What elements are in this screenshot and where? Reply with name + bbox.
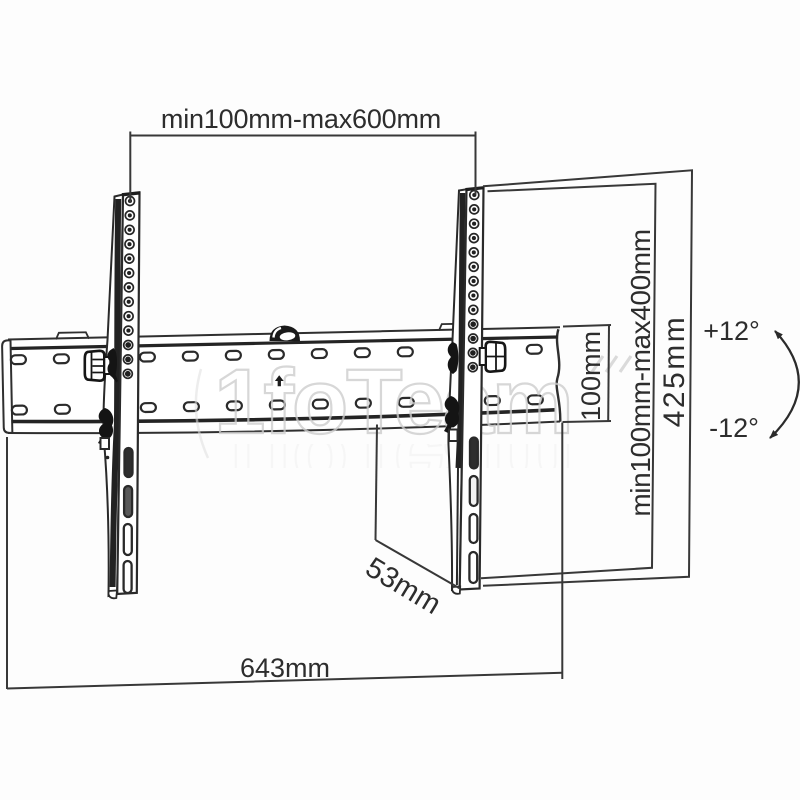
svg-text:1foTeam: 1foTeam: [214, 413, 572, 515]
svg-text:643mm: 643mm: [240, 653, 330, 683]
svg-text:-12°: -12°: [709, 413, 759, 443]
svg-text:1foTeam: 1foTeam: [214, 351, 572, 453]
svg-text:+12°: +12°: [703, 316, 760, 346]
svg-text:425mm: 425mm: [658, 315, 691, 428]
svg-text:100mm: 100mm: [576, 331, 606, 421]
svg-text:min100mm-max400mm: min100mm-max400mm: [625, 229, 656, 516]
svg-text:min100mm-max600mm: min100mm-max600mm: [161, 104, 441, 134]
